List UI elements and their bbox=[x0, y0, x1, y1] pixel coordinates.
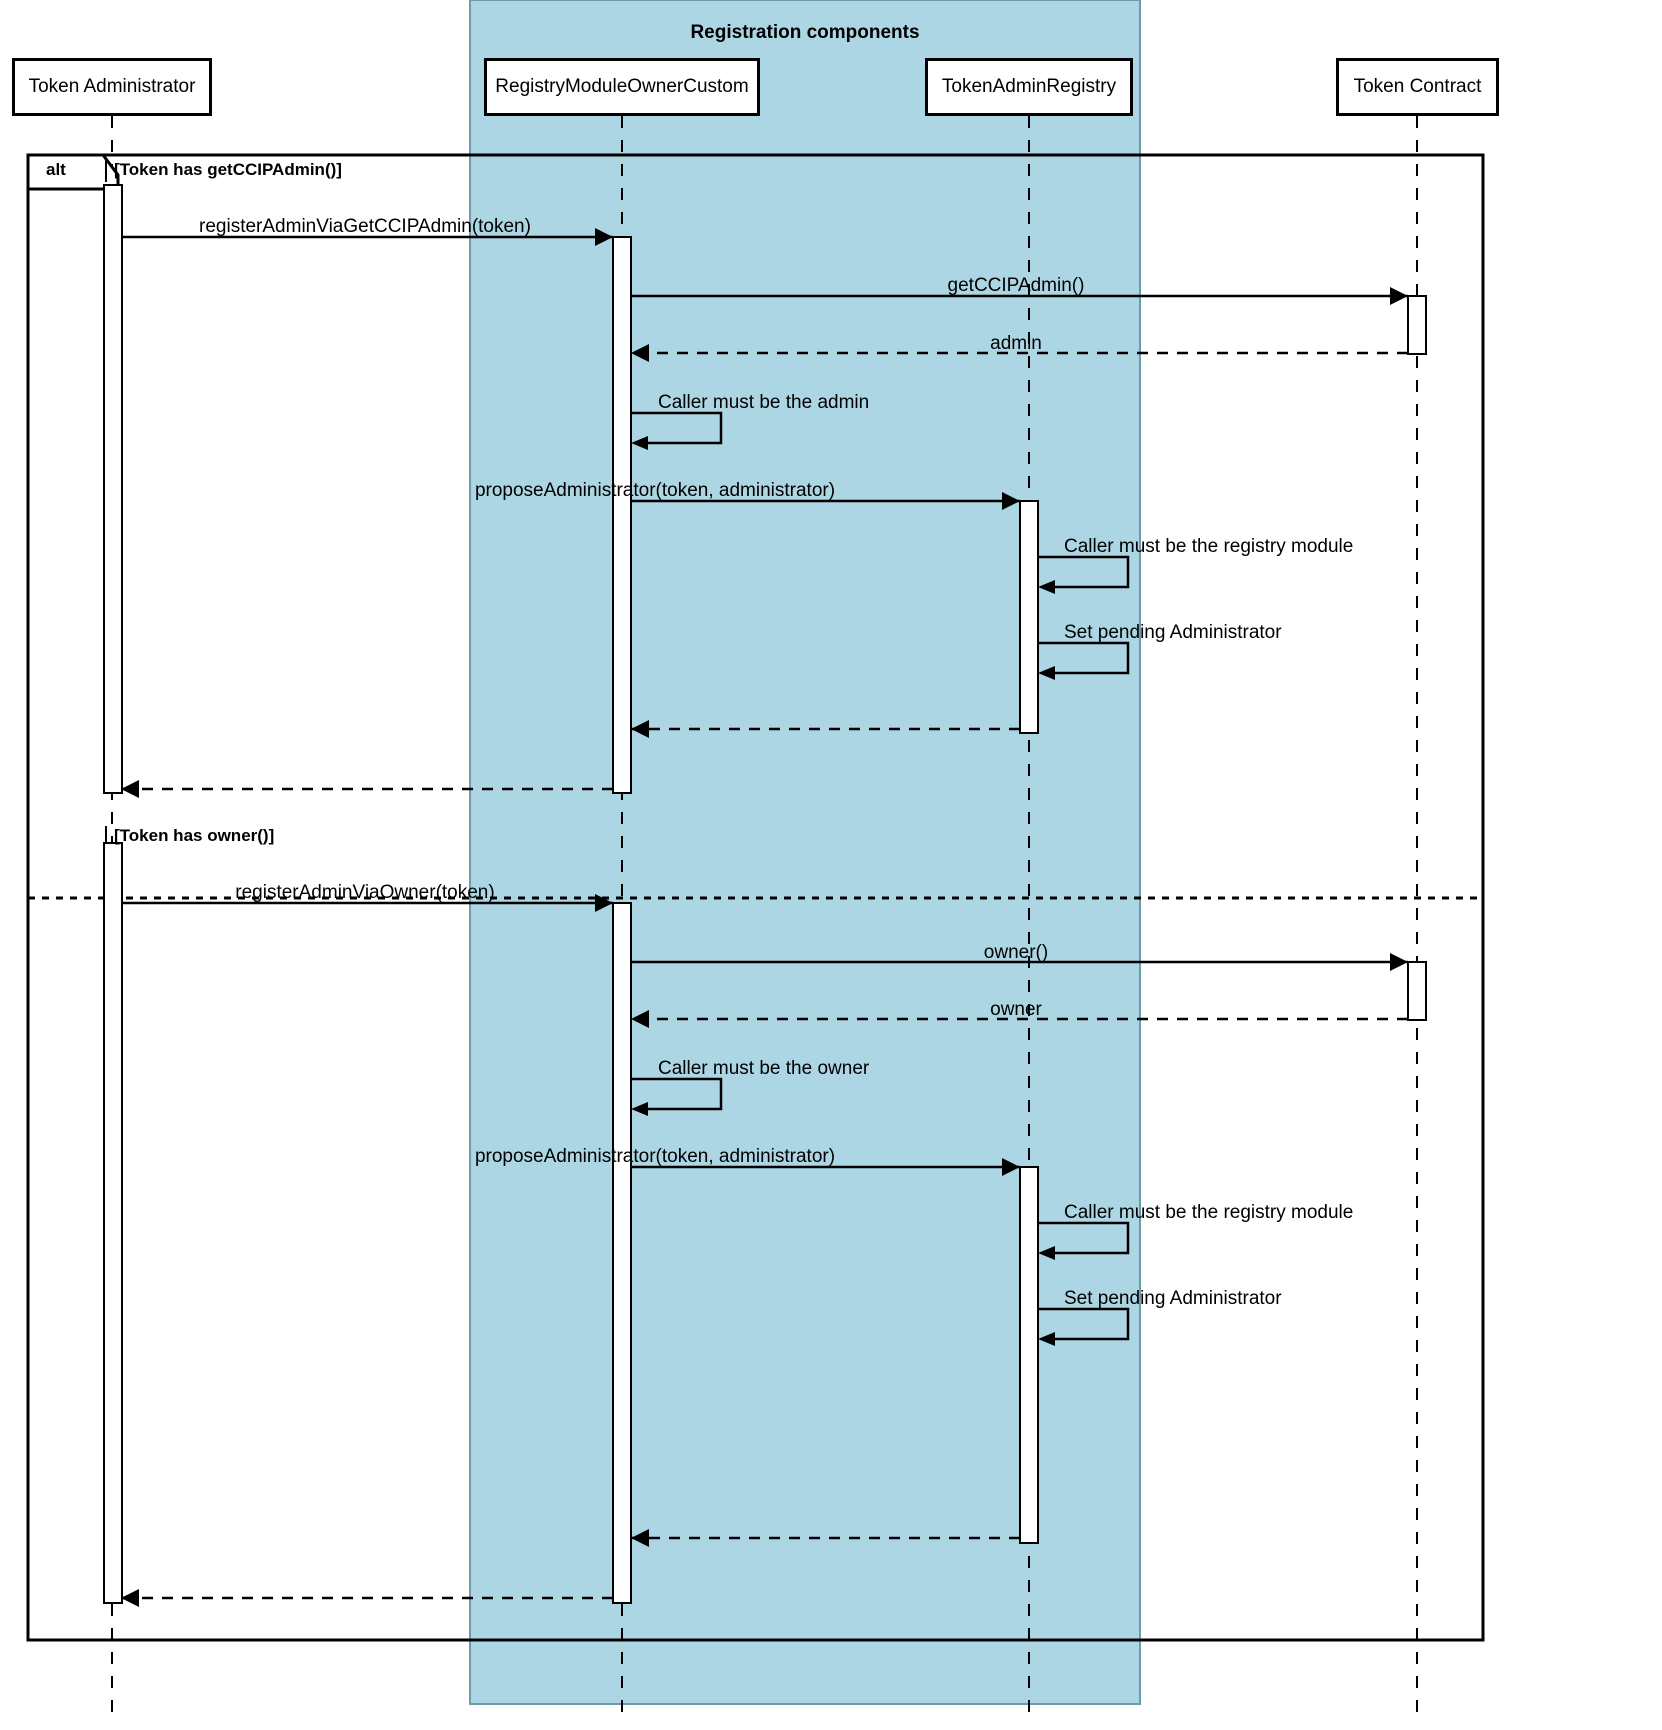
self-message-arrowhead bbox=[1038, 1332, 1055, 1346]
self-message-arrowhead bbox=[631, 436, 648, 450]
return-message-arrowhead bbox=[121, 1589, 139, 1607]
call-message-arrowhead bbox=[1390, 287, 1408, 305]
activation-bar bbox=[612, 902, 632, 1604]
participant-box: Token Contract bbox=[1336, 58, 1499, 116]
fragment-operator-label: alt bbox=[46, 160, 66, 179]
activation-bar bbox=[1407, 295, 1427, 355]
message-label: registerAdminViaOwner(token) bbox=[235, 882, 495, 903]
self-message-arrow bbox=[1038, 1307, 1130, 1341]
participant-label: Token Contract bbox=[1353, 76, 1482, 97]
message-label: Set pending Administrator bbox=[1064, 622, 1282, 643]
self-message-arrow bbox=[1038, 641, 1130, 675]
activation-bar bbox=[1407, 961, 1427, 1021]
participant-box: Token Administrator bbox=[12, 58, 212, 116]
message-label: registerAdminViaGetCCIPAdmin(token) bbox=[199, 216, 531, 237]
fragment-condition-1: [Token has owner()] bbox=[114, 826, 275, 845]
message-label: proposeAdministrator(token, administrato… bbox=[474, 1146, 836, 1167]
self-message-arrowhead bbox=[1038, 1246, 1055, 1260]
message-label: owner() bbox=[983, 942, 1049, 963]
message-label: proposeAdministrator(token, administrato… bbox=[474, 480, 836, 501]
call-message-arrowhead bbox=[595, 228, 613, 246]
activation-bar bbox=[103, 184, 123, 794]
self-message-arrow bbox=[631, 1077, 723, 1111]
message-label: owner bbox=[990, 999, 1042, 1020]
self-message-arrow bbox=[1038, 1221, 1130, 1255]
return-message-arrowhead bbox=[121, 780, 139, 798]
call-message-arrowhead bbox=[595, 894, 613, 912]
return-message-arrowhead bbox=[631, 720, 649, 738]
message-label: Caller must be the owner bbox=[658, 1058, 870, 1079]
message-label: Caller must be the registry module bbox=[1064, 1202, 1354, 1223]
alt-operator-tab bbox=[26, 153, 120, 191]
message-label: admin bbox=[990, 333, 1042, 354]
participant-label: Token Administrator bbox=[28, 76, 196, 97]
activation-bar bbox=[612, 236, 632, 794]
participant-box: RegistryModuleOwnerCustom bbox=[484, 58, 760, 116]
self-message-arrow bbox=[631, 411, 723, 445]
call-message-arrowhead bbox=[1002, 492, 1020, 510]
self-message-arrowhead bbox=[1038, 666, 1055, 680]
activation-bar bbox=[1019, 1166, 1039, 1544]
return-message-arrowhead bbox=[631, 1529, 649, 1547]
participant-label: RegistryModuleOwnerCustom bbox=[495, 76, 749, 97]
self-message-arrowhead bbox=[1038, 580, 1055, 594]
message-label: Set pending Administrator bbox=[1064, 1288, 1282, 1309]
group-box-title: Registration components bbox=[690, 22, 920, 43]
call-message-arrowhead bbox=[1390, 953, 1408, 971]
fragment-condition-0: [Token has getCCIPAdmin()] bbox=[114, 160, 342, 179]
return-message-arrowhead bbox=[631, 344, 649, 362]
message-label: getCCIPAdmin() bbox=[947, 275, 1085, 296]
self-message-arrowhead bbox=[631, 1102, 648, 1116]
return-message-arrowhead bbox=[631, 1010, 649, 1028]
call-message-arrowhead bbox=[1002, 1158, 1020, 1176]
participant-box: TokenAdminRegistry bbox=[925, 58, 1133, 116]
self-message-arrow bbox=[1038, 555, 1130, 589]
activation-bar bbox=[1019, 500, 1039, 734]
participant-label: TokenAdminRegistry bbox=[941, 76, 1117, 97]
message-label: Caller must be the registry module bbox=[1064, 536, 1354, 557]
activation-bar bbox=[103, 842, 123, 1604]
message-label: Caller must be the admin bbox=[658, 392, 870, 413]
